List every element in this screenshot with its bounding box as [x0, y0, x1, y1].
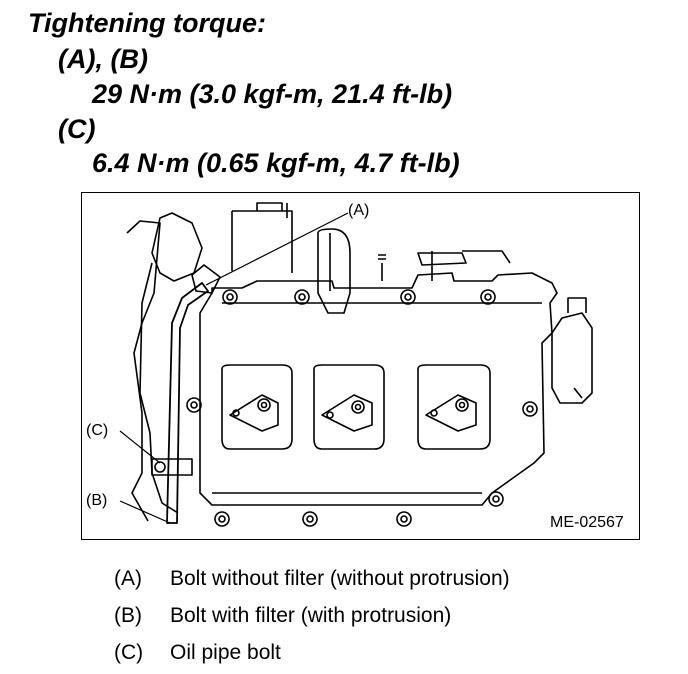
- oil-pipe-bolt: [154, 461, 166, 473]
- cam-window-1: [221, 364, 293, 450]
- cylinder-head-inner-outline: [212, 302, 542, 494]
- right-component: [551, 297, 593, 404]
- legend-key-a: (A): [114, 567, 142, 590]
- leader-line-b: [119, 500, 171, 524]
- cam-window-3: [417, 364, 491, 450]
- legend-key-b: (B): [114, 604, 142, 627]
- callout-a: (A): [348, 202, 369, 219]
- intake-runner: [317, 228, 351, 314]
- callout-c: (C): [86, 422, 108, 439]
- leader-line-a: [205, 212, 349, 286]
- legend-text-c: Oil pipe bolt: [170, 641, 281, 664]
- injector-rail: [378, 250, 511, 281]
- left-housing: [126, 220, 161, 522]
- cam-window-2: [313, 364, 385, 450]
- torque-group1-value: 29 N·m (3.0 kgf-m, 21.4 ft-lb): [92, 79, 453, 109]
- leader-line-c: [119, 430, 161, 464]
- engine-diagram: (A) (C) (B) ME-02567: [81, 192, 640, 540]
- callout-b: (B): [86, 492, 107, 509]
- legend-key-c: (C): [114, 641, 144, 664]
- cylinder-head-outline: [199, 272, 558, 506]
- legend-text-b: Bolt with filter (with protrusion): [170, 604, 452, 627]
- legend-text-a: Bolt without filter (without protrusion): [170, 567, 510, 590]
- oil-pipe: [166, 282, 209, 524]
- cam-lobe-3: [425, 394, 477, 432]
- torque-group1-label: (A), (B): [58, 44, 148, 74]
- oil-pipe-clamp: [151, 458, 193, 476]
- legend-row-b: (B) Bolt with filter (with protrusion): [114, 604, 451, 628]
- legend-row-a: (A) Bolt without filter (without protrusi…: [114, 567, 510, 591]
- torque-group2-label: (C): [58, 114, 96, 144]
- torque-group2-value: 6.4 N·m (0.65 kgf-m, 4.7 ft-lb): [92, 148, 460, 178]
- part-code: ME-02567: [550, 514, 624, 531]
- perimeter-bolts: [186, 289, 538, 527]
- legend-row-c: (C) Oil pipe bolt: [114, 641, 281, 665]
- cam-bolts: [232, 398, 469, 419]
- pipe-head-a: [191, 264, 221, 294]
- cam-lobe-1: [229, 394, 279, 432]
- intake-block: [231, 202, 293, 273]
- torque-title: Tightening torque:: [28, 8, 266, 38]
- cam-lobe-2: [321, 394, 373, 432]
